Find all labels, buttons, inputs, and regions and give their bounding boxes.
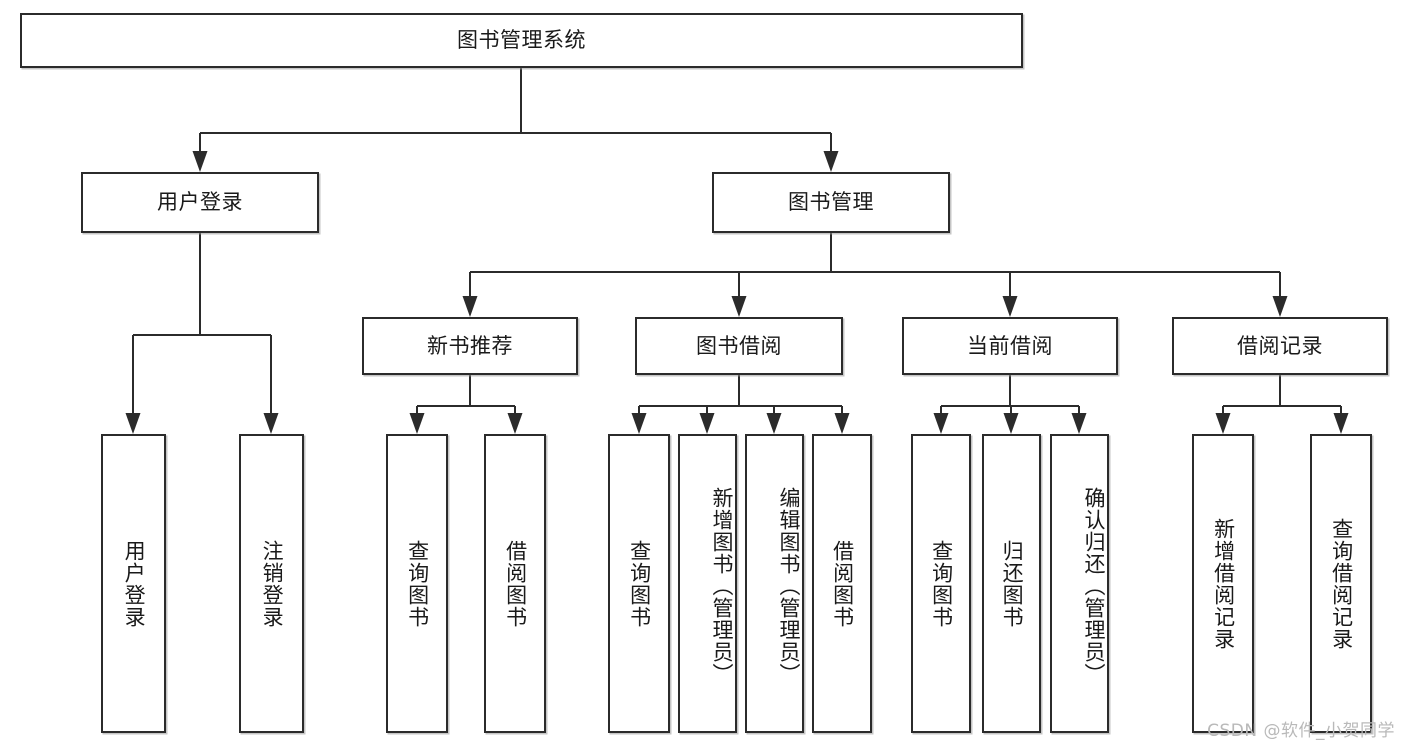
node-leaf-user-login[interactable]: 用户登录: [101, 434, 166, 733]
node-label: 查询图书: [405, 539, 430, 628]
node-book-manage[interactable]: 图书管理: [712, 172, 950, 233]
node-book-borrow[interactable]: 图书借阅: [635, 317, 843, 375]
arrowhead-book-manage-to-l3-1: [731, 296, 747, 317]
node-label: 注销登录: [260, 539, 285, 628]
node-leaf-borrow-book-2[interactable]: 借阅图书: [812, 434, 872, 733]
node-label: 借阅图书: [830, 539, 855, 628]
node-label: 新增图书（管理员）: [710, 486, 734, 685]
node-new-book-recommend[interactable]: 新书推荐: [362, 317, 578, 375]
node-label: 用户登录: [122, 539, 147, 628]
node-label: 编辑图书（管理员）: [777, 486, 801, 685]
node-user-login[interactable]: 用户登录: [81, 172, 319, 233]
arrowhead-book-manage-to-l3-2: [1002, 296, 1018, 317]
arrowhead-current-to-leaves-0: [933, 413, 949, 434]
node-label: 用户登录: [157, 190, 243, 215]
arrowhead-current-to-leaves-1: [1003, 413, 1019, 434]
arrowhead-borrow-to-leaves-2: [766, 413, 782, 434]
arrowhead-borrow-to-leaves-0: [631, 413, 647, 434]
node-label: 查询借阅记录: [1329, 517, 1354, 650]
arrowhead-user-login-to-leaves-0: [125, 413, 141, 434]
node-label: 归还图书: [1000, 539, 1025, 628]
node-leaf-edit-book[interactable]: 编辑图书（管理员）: [745, 434, 804, 733]
arrowhead-current-to-leaves-2: [1071, 413, 1087, 434]
node-current-borrow[interactable]: 当前借阅: [902, 317, 1118, 375]
arrowhead-root-to-l2-0: [192, 151, 208, 172]
node-root[interactable]: 图书管理系统: [20, 13, 1023, 68]
node-label: 当前借阅: [967, 333, 1053, 358]
node-leaf-add-book[interactable]: 新增图书（管理员）: [678, 434, 737, 733]
arrowhead-record-to-leaves-0: [1215, 413, 1231, 434]
node-label: 图书管理系统: [457, 28, 586, 53]
arrowhead-borrow-to-leaves-1: [699, 413, 715, 434]
node-label: 借阅记录: [1237, 333, 1323, 358]
node-label: 图书管理: [788, 190, 874, 215]
node-label: 图书借阅: [696, 333, 782, 358]
arrowhead-record-to-leaves-1: [1333, 413, 1349, 434]
node-leaf-query-book-3[interactable]: 查询图书: [911, 434, 971, 733]
node-leaf-query-book-2[interactable]: 查询图书: [608, 434, 670, 733]
arrowhead-root-to-l2-1: [823, 151, 839, 172]
node-label: 新书推荐: [427, 333, 513, 358]
arrowhead-user-login-to-leaves-1: [263, 413, 279, 434]
node-leaf-query-book-1[interactable]: 查询图书: [386, 434, 448, 733]
arrowhead-recommend-to-leaves-1: [507, 413, 523, 434]
arrowhead-recommend-to-leaves-0: [409, 413, 425, 434]
arrowhead-book-manage-to-l3-0: [462, 296, 478, 317]
node-borrow-record[interactable]: 借阅记录: [1172, 317, 1388, 375]
node-label: 查询图书: [929, 539, 954, 628]
node-label: 查询图书: [627, 539, 652, 628]
node-label: 新增借阅记录: [1211, 517, 1236, 650]
node-label: 借阅图书: [503, 539, 528, 628]
node-leaf-query-record[interactable]: 查询借阅记录: [1310, 434, 1372, 733]
arrowhead-book-manage-to-l3-3: [1272, 296, 1288, 317]
node-label: 确认归还（管理员）: [1082, 486, 1106, 685]
node-leaf-borrow-book-1[interactable]: 借阅图书: [484, 434, 546, 733]
node-leaf-add-record[interactable]: 新增借阅记录: [1192, 434, 1254, 733]
arrowhead-borrow-to-leaves-3: [834, 413, 850, 434]
node-leaf-return-book[interactable]: 归还图书: [982, 434, 1041, 733]
node-leaf-confirm-return[interactable]: 确认归还（管理员）: [1050, 434, 1109, 733]
node-leaf-logout[interactable]: 注销登录: [239, 434, 304, 733]
watermark-csdn: CSDN @软件_小贺同学: [1207, 721, 1395, 741]
